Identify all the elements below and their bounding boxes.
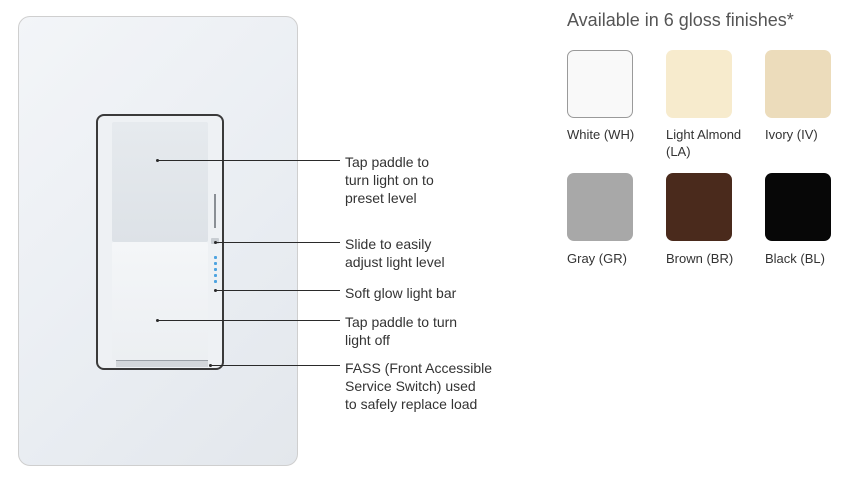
swatch-light-almond[interactable]: [666, 50, 732, 118]
swatch-label-brown: Brown (BR): [666, 251, 734, 266]
callout-paddle-on: Tap paddle to turn light on to preset le…: [345, 154, 434, 206]
paddle-off[interactable]: [112, 242, 208, 360]
light-bar-led: [214, 280, 217, 283]
swatch-label-black: Black (BL): [765, 251, 825, 266]
light-bar-led: [214, 256, 217, 259]
swatch-label-ivory: Ivory (IV): [765, 127, 818, 142]
callout-light-bar: Soft glow light bar: [345, 285, 457, 301]
callout-dot: [156, 159, 159, 162]
swatch-label-light-almond: Light Almond (LA): [666, 127, 742, 159]
swatch-brown[interactable]: [666, 173, 732, 241]
light-bar-led: [214, 262, 217, 265]
swatch-white[interactable]: [567, 50, 633, 118]
swatch-ivory[interactable]: [765, 50, 831, 118]
swatch-label-gray: Gray (GR): [567, 251, 627, 266]
callout-leader: [211, 365, 340, 366]
callout-slider: Slide to easily adjust light level: [345, 236, 445, 270]
fass-switch[interactable]: [116, 360, 208, 367]
slider-track: [214, 194, 216, 228]
callout-dot: [214, 289, 217, 292]
swatch-label-white: White (WH): [567, 127, 635, 142]
callout-dot: [156, 319, 159, 322]
callout-dot: [209, 364, 212, 367]
swatch-gray[interactable]: [567, 173, 633, 241]
callout-leader: [216, 242, 340, 243]
callout-leader: [158, 320, 340, 321]
callout-fass: FASS (Front Accessible Service Switch) u…: [345, 360, 493, 412]
callout-leader: [216, 290, 340, 291]
swatch-black[interactable]: [765, 173, 831, 241]
finishes-title: Available in 6 gloss finishes*: [567, 10, 794, 30]
callout-dot: [214, 241, 217, 244]
light-bar-led: [214, 268, 217, 271]
callout-paddle-off: Tap paddle to turn light off: [345, 314, 458, 348]
callout-leader: [158, 160, 340, 161]
light-bar-led: [214, 274, 217, 277]
paddle-on[interactable]: [112, 122, 208, 242]
